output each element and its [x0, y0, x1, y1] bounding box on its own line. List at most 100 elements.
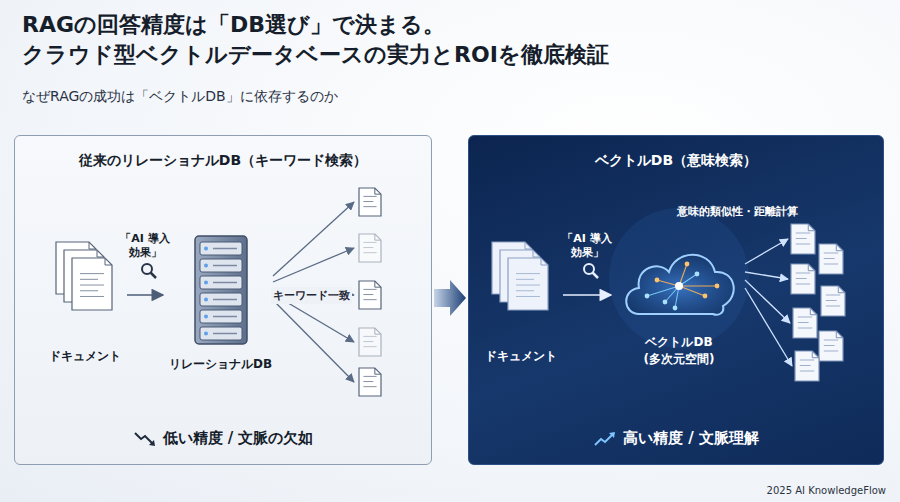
graphic — [363, 247, 373, 248]
trend-up-icon — [593, 431, 617, 447]
title-line: クラウド型ベクトルデータベースの実力とROIを徹底検証 — [22, 40, 609, 70]
graphic — [796, 244, 810, 245]
document-page — [359, 234, 381, 262]
title: RAGの回答精度は「DB選び」で決まる。 — [22, 10, 445, 40]
graphic — [375, 234, 381, 240]
graphic — [213, 333, 237, 335]
node-label: ベクトルDB — [645, 334, 712, 351]
graphic — [516, 285, 540, 286]
graphic — [516, 290, 534, 291]
graphic — [812, 351, 819, 358]
graphic — [213, 299, 237, 301]
graphic — [647, 286, 679, 296]
graphic — [824, 351, 838, 352]
graphic — [363, 299, 376, 300]
graphic — [826, 300, 837, 301]
panel-box: ベクトルDB（意味検索）高い精度 / 文脈理解ドキュメントベクトルDB(多次元空… — [468, 135, 884, 465]
graphic — [375, 368, 381, 374]
graphic — [375, 328, 381, 334]
query-label: 「AI 導入 効果」 — [559, 232, 615, 260]
query-arrow — [563, 294, 611, 296]
graphic — [200, 327, 242, 340]
graphic — [836, 244, 843, 251]
subtitle: なぜRAGの成功は「ベクトルDB」に依存するのか — [22, 88, 338, 106]
graphic — [80, 290, 98, 291]
graphic — [673, 306, 678, 311]
graphic — [595, 434, 613, 445]
graphic — [798, 322, 809, 323]
graphic — [204, 264, 208, 268]
graphic — [375, 281, 381, 287]
trend-down-icon — [133, 431, 157, 447]
graphic — [151, 273, 157, 279]
graphic — [363, 289, 376, 290]
graphic — [808, 264, 815, 271]
graphic — [80, 285, 104, 286]
result-arrow — [745, 272, 788, 279]
graphic — [645, 294, 650, 299]
graphic — [796, 273, 810, 274]
result-document — [359, 328, 381, 356]
graphic — [796, 284, 810, 285]
document-page — [359, 368, 381, 396]
panel-result-text: 高い精度 / 文脈理解 — [623, 429, 759, 448]
graphic — [824, 264, 838, 265]
graphic — [715, 284, 720, 289]
graphic — [213, 316, 237, 318]
graphic — [363, 341, 373, 342]
graphic — [796, 238, 807, 239]
graphic — [363, 206, 376, 207]
document-page — [72, 258, 112, 310]
result-document — [359, 368, 381, 396]
result-arrow — [273, 248, 354, 282]
graphic — [679, 286, 705, 296]
panel-box: 従来のリレーショナルDB（キーワード検索） 低い精度 / 文脈の欠如 ドキュメント リ… — [14, 135, 432, 465]
graphic — [800, 365, 811, 366]
graphic — [363, 201, 373, 202]
server-node: リレーショナルDB — [165, 232, 276, 375]
graphic — [703, 294, 708, 299]
graphic — [593, 273, 599, 279]
graphic — [363, 294, 373, 295]
graphic — [363, 386, 376, 387]
node-label: リレーショナルDB — [169, 356, 272, 373]
footer-credit: 2025 AI KnowledgeFlow — [767, 485, 886, 496]
graphic — [824, 340, 838, 341]
graphic — [200, 259, 242, 272]
graphic — [363, 196, 376, 197]
result-arrow — [745, 280, 790, 323]
node-label: ドキュメント — [49, 348, 121, 365]
graphic — [824, 253, 838, 254]
graphic — [363, 252, 376, 253]
document-stack-icon — [54, 240, 116, 314]
panel-footer-row: 高い精度 / 文脈理解 — [469, 429, 883, 448]
document-page — [359, 188, 381, 216]
graphic — [836, 331, 843, 338]
query-label: 「AI 導入 効果」 — [117, 232, 173, 260]
graphic — [609, 208, 749, 348]
docs-node: ドキュメント — [45, 238, 125, 367]
graphic — [89, 242, 96, 249]
document-page — [819, 331, 843, 361]
graphic — [695, 272, 700, 277]
graphic — [796, 278, 807, 279]
graphic — [824, 345, 835, 346]
panel-heading: 従来のリレーショナルDB（キーワード検索） — [15, 152, 431, 170]
graphic — [516, 273, 540, 274]
transition-arrow — [434, 280, 466, 316]
query-arrow — [127, 294, 163, 296]
graphic — [363, 381, 373, 382]
document-page — [793, 308, 817, 338]
graphic — [609, 432, 615, 438]
graphic — [80, 273, 104, 274]
graphic — [685, 262, 690, 267]
document-page — [819, 244, 843, 274]
server-body — [195, 236, 247, 344]
graphic — [80, 296, 104, 297]
graphic — [675, 282, 683, 290]
graphic — [204, 332, 208, 336]
panel-result-text: 低い精度 / 文脈の欠如 — [163, 429, 314, 448]
graphic — [105, 258, 112, 265]
graphic — [810, 308, 817, 315]
